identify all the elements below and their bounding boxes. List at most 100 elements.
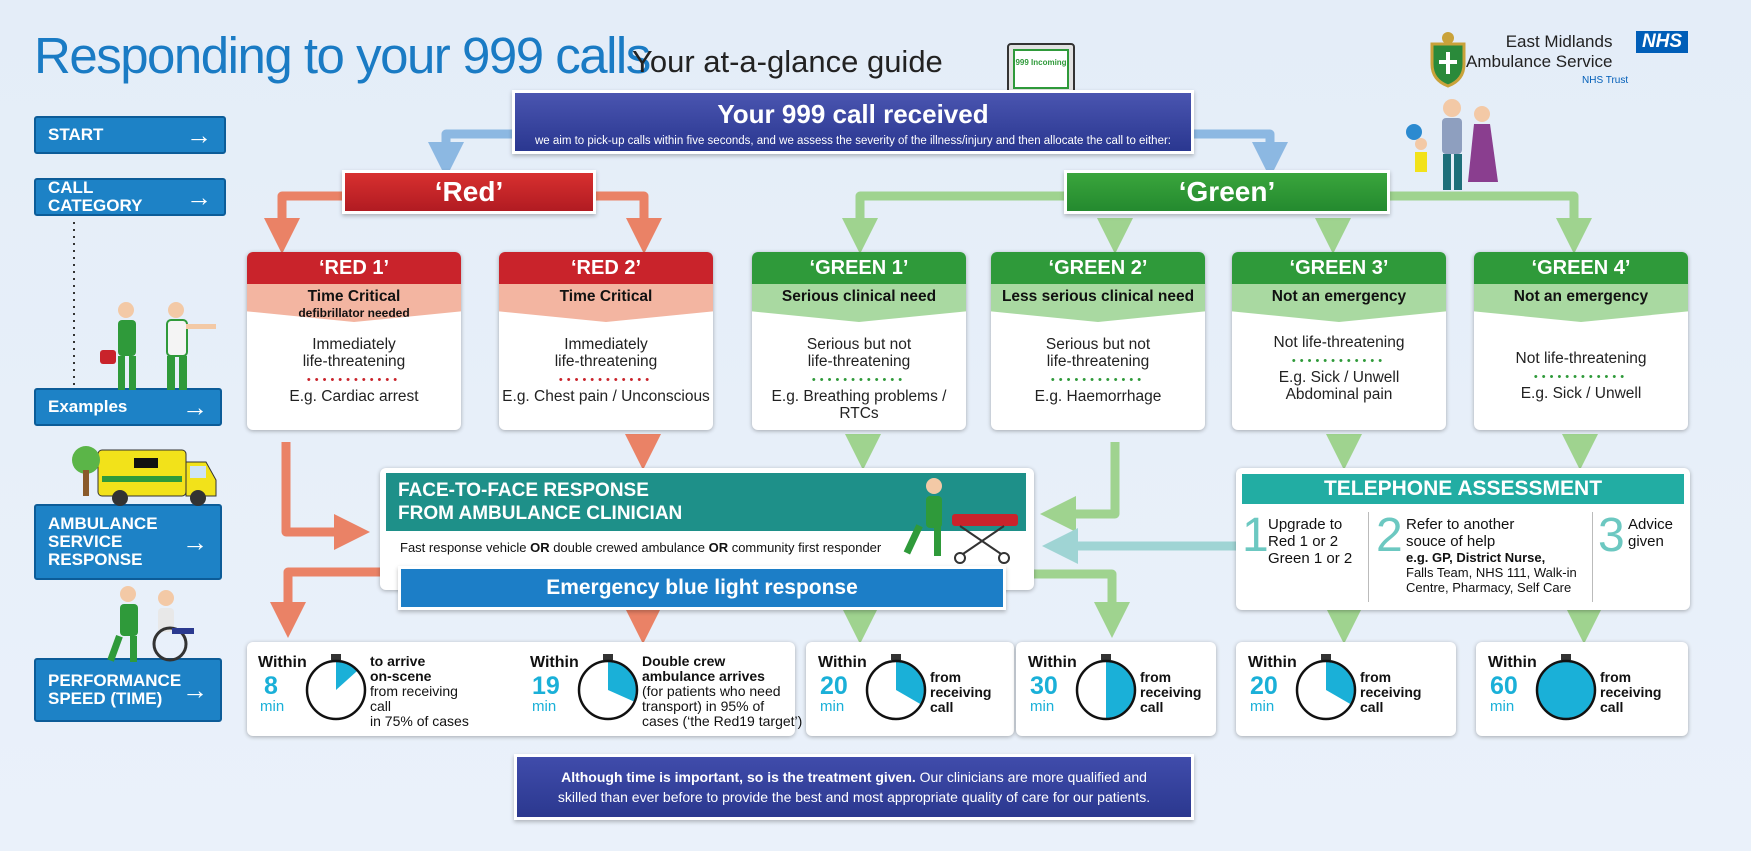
page-subtitle: Your at-a-glance guide <box>632 44 943 79</box>
telephone-assessment-title: TELEPHONE ASSESSMENT <box>1242 474 1684 504</box>
time-unit: min <box>260 698 285 715</box>
category-sub-text: Time Critical <box>307 288 401 305</box>
description-line: life-threatening <box>1046 353 1150 370</box>
description-line: life-threatening <box>302 353 406 370</box>
example-line: Abdominal pain <box>1285 386 1393 403</box>
category-sub: Serious clinical need <box>752 284 966 322</box>
dotted-divider: •••••••••••• <box>558 374 654 386</box>
example-line: E.g. Sick / Unwell <box>1520 385 1642 402</box>
sidebar-ambulance-response-label: AMBULANCE SERVICE RESPONSE <box>48 515 158 569</box>
paramedics-illustration <box>100 302 216 390</box>
example-line: E.g. Chest pain / Unconscious <box>502 388 710 405</box>
example-line: E.g. Cardiac arrest <box>289 388 419 405</box>
text-part: double crewed ambulance <box>549 540 709 555</box>
dotted-divider: •••••••••••• <box>1291 355 1387 367</box>
description-line: Serious but not <box>1045 336 1151 353</box>
option-text: Refer to another souce of help e.g. GP, … <box>1406 516 1596 595</box>
dotted-divider: •••••••••••• <box>306 374 402 386</box>
performance-bold-line: on-scene <box>370 668 432 684</box>
category-description: Not life-threatening <box>1474 350 1688 367</box>
performance-bold-line: receiving <box>1360 684 1422 700</box>
stopwatch-icon <box>865 654 927 721</box>
computer-screen-text: 999 Incoming <box>1015 58 1066 67</box>
option-number: 2 <box>1376 509 1403 562</box>
option-number: 1 <box>1242 509 1269 562</box>
performance-bold-line: call <box>1140 699 1164 715</box>
category-sub-text: Time Critical <box>559 288 653 305</box>
face-to-face-text: Fast response vehicle OR double crewed a… <box>400 540 881 555</box>
face-to-face-title-line: FROM AMBULANCE CLINICIAN <box>398 503 683 524</box>
sidebar-line: PERFORMANCE <box>48 671 182 690</box>
dotted-divider: •••••••••••• <box>811 374 907 386</box>
example-line: E.g. Haemorrhage <box>1034 388 1162 405</box>
category-sub: Not an emergency <box>1232 284 1446 322</box>
family-illustration <box>1406 99 1498 190</box>
time-value: 19 <box>532 672 560 700</box>
category-sub-text: Not an emergency <box>1513 288 1649 305</box>
within-label: Within <box>258 654 307 671</box>
divider <box>1368 512 1369 602</box>
option-line: Red 1 or 2 <box>1268 533 1339 550</box>
category-sub: Less serious clinical need <box>991 284 1205 322</box>
performance-bold-line: Double crew <box>642 653 726 669</box>
within-label: Within <box>530 654 579 671</box>
category-sub-text: Less serious clinical need <box>1001 288 1195 305</box>
time-unit: min <box>820 698 845 715</box>
red-category-label: ‘Red’ <box>342 170 596 214</box>
performance-bold-line: from <box>1360 669 1392 685</box>
description-line: Immediately <box>312 336 396 353</box>
option-line: Green 1 or 2 <box>1268 550 1353 567</box>
sidebar-start-label: START <box>48 125 104 144</box>
time-unit: min <box>532 698 557 715</box>
description-line: Serious but not <box>806 336 912 353</box>
nhs-logo: NHS <box>1636 31 1688 53</box>
option-text: Upgrade to Red 1 or 2 Green 1 or 2 <box>1268 516 1368 567</box>
org-line-1: East Midlands <box>1505 32 1613 51</box>
sidebar-performance-label: PERFORMANCE SPEED (TIME) <box>48 672 181 708</box>
performance-line: in 75% of cases <box>370 713 469 729</box>
footer-bold: Although time is important, so is the tr… <box>561 769 916 785</box>
stretcher-illustration <box>903 478 1018 564</box>
stopwatch-icon <box>305 654 367 721</box>
performance-bold-line: from <box>1140 669 1172 685</box>
category-sub-small: defibrillator needed <box>298 306 410 320</box>
call-received-panel: Your 999 call received we aim to pick-up… <box>512 90 1194 154</box>
telephone-assessment-panel: TELEPHONE ASSESSMENT 1 Upgrade to Red 1 … <box>1236 468 1690 610</box>
performance-bold-line: call <box>930 699 954 715</box>
sidebar-ambulance-response: AMBULANCE SERVICE RESPONSE → <box>34 504 222 580</box>
option-number: 3 <box>1598 509 1625 562</box>
stopwatch-icon <box>577 654 639 721</box>
within-label: Within <box>1028 654 1077 671</box>
sidebar-examples-label: Examples <box>48 397 128 416</box>
category-example: E.g. Chest pain / Unconscious <box>499 388 713 405</box>
time-value: 60 <box>1490 672 1518 700</box>
performance-bold-line: receiving <box>1140 684 1202 700</box>
option-line: Advice <box>1628 516 1674 533</box>
category-example: E.g. Breathing problems / RTCs <box>752 388 966 422</box>
footer-line-1: Although time is important, so is the tr… <box>517 767 1191 787</box>
performance-line: (for patients who need <box>642 683 781 699</box>
ambulance-illustration <box>72 446 217 506</box>
within-label: Within <box>818 654 867 671</box>
face-to-face-title-line: FACE-TO-FACE RESPONSE <box>398 480 649 501</box>
example-line: E.g. Sick / Unwell <box>1278 369 1400 386</box>
blue-light-banner: Emergency blue light response <box>398 566 1006 610</box>
description-line: Not life-threatening <box>1515 350 1647 367</box>
category-example: E.g. Sick / Unwell <box>1474 385 1688 402</box>
org-name: East Midlands Ambulance Service <box>1466 32 1612 72</box>
performance-bold-line: to arrive <box>370 653 426 669</box>
description-line: Not life-threatening <box>1273 334 1405 351</box>
